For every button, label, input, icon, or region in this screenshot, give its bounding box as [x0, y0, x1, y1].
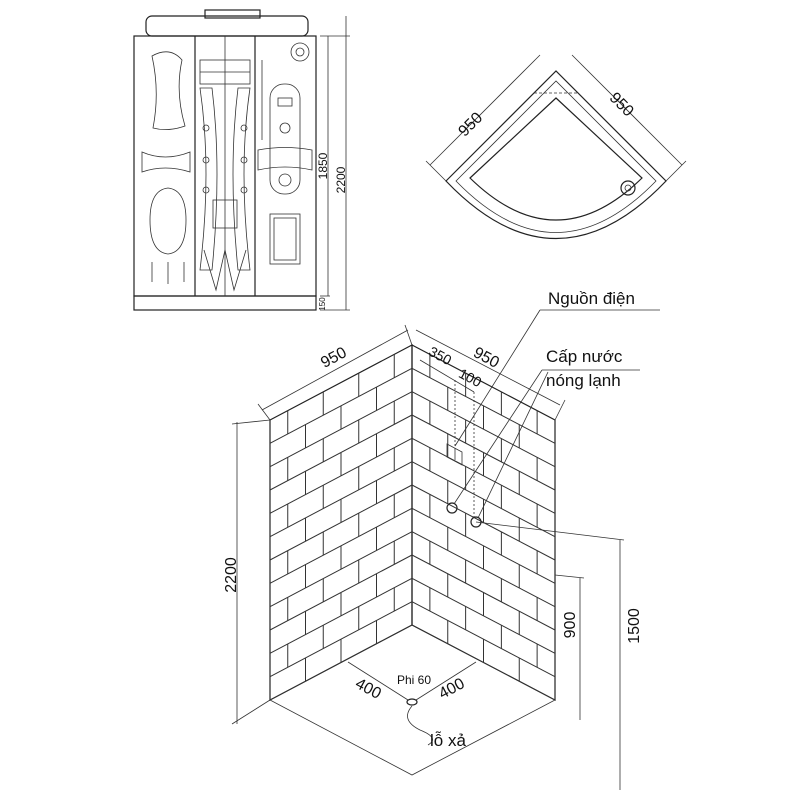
label-drain: lỗ xả — [430, 731, 466, 750]
cabin-base — [133, 295, 317, 311]
iso-offset-100: 100 — [456, 365, 484, 390]
shelf-shape — [141, 151, 191, 173]
front-height-base: 150 — [318, 297, 327, 311]
power-outlet-icon — [446, 443, 463, 466]
label-water-line2: nóng lạnh — [546, 371, 621, 390]
control-panel — [269, 83, 301, 195]
left-wall-bricks — [269, 354, 413, 682]
tray-outline — [445, 70, 667, 239]
cold-water-pipe-icon — [470, 516, 482, 528]
iso-left-width: 950 — [318, 344, 350, 372]
iso-floor-left: 400 — [352, 675, 384, 703]
top-width-left: 950 — [455, 109, 486, 140]
top-view: 950 950 — [425, 54, 687, 239]
front-view: 2200 1850 150 — [133, 9, 350, 311]
iso-view: 950 950 350 100 2200 1500 900 400 400 Ph… — [223, 289, 660, 790]
door-window — [269, 213, 301, 265]
drain-icon — [620, 180, 636, 196]
roof-vent — [204, 9, 261, 19]
iso-height-2200: 2200 — [223, 557, 240, 593]
floor-drain-icon — [406, 698, 418, 706]
front-height-panel: 1850 — [316, 152, 330, 179]
iso-height-900: 900 — [562, 612, 579, 639]
iso-height-1500: 1500 — [626, 608, 643, 644]
mirror-shape — [151, 51, 186, 130]
right-wall-bricks — [411, 354, 556, 682]
seat-shape — [149, 187, 187, 255]
front-height-total: 2200 — [334, 166, 348, 193]
iso-drain-size: Phi 60 — [397, 673, 431, 687]
label-water-line1: Cấp nước — [546, 347, 623, 366]
label-power: Nguồn điện — [548, 289, 635, 308]
iso-floor-right: 400 — [436, 675, 468, 703]
top-width-right: 950 — [606, 89, 637, 120]
floor — [269, 624, 556, 776]
hot-water-pipe-icon — [446, 502, 458, 514]
tray-basin — [469, 97, 643, 221]
iso-right-width: 950 — [470, 344, 502, 372]
cabin-roof — [145, 15, 309, 37]
speaker-icon — [290, 42, 310, 62]
